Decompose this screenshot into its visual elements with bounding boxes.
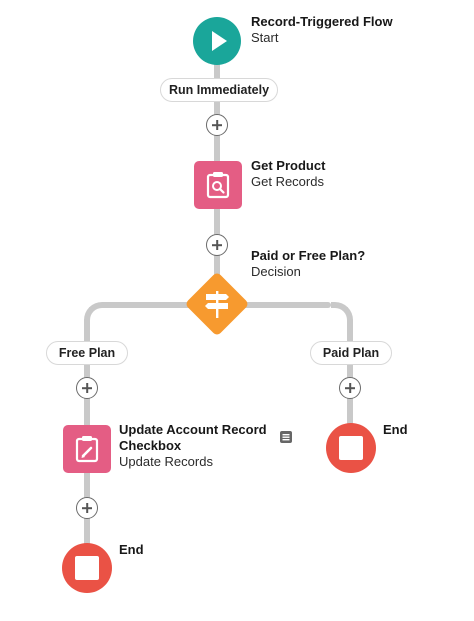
update-account-title-line1: Update Account Record xyxy=(119,422,267,437)
decision-label: Paid or Free Plan? Decision xyxy=(251,248,365,280)
decision-subtitle: Decision xyxy=(251,264,301,279)
end-paid-label: End xyxy=(383,422,408,438)
stop-icon xyxy=(75,556,99,580)
end-node-free[interactable] xyxy=(62,543,112,593)
add-element-button[interactable] xyxy=(206,234,228,256)
connector xyxy=(331,302,353,324)
run-immediately-path-label[interactable]: Run Immediately xyxy=(160,78,278,102)
play-icon xyxy=(212,31,227,51)
get-product-title: Get Product xyxy=(251,158,326,173)
end-free-label: End xyxy=(119,542,144,558)
decision-node[interactable] xyxy=(184,271,250,337)
free-plan-branch-label[interactable]: Free Plan xyxy=(46,341,128,365)
start-node[interactable] xyxy=(193,17,241,65)
update-account-title-line2: Checkbox xyxy=(119,438,182,453)
connector xyxy=(84,302,106,324)
get-product-node[interactable] xyxy=(194,161,242,209)
end-free-title: End xyxy=(119,542,144,557)
get-product-label: Get Product Get Records xyxy=(251,158,325,190)
edit-clipboard-icon xyxy=(75,436,99,463)
start-subtitle: Start xyxy=(251,30,279,45)
add-element-button[interactable] xyxy=(76,377,98,399)
start-title: Record-Triggered Flow xyxy=(251,14,393,29)
connector xyxy=(347,318,353,430)
start-label: Record-Triggered Flow Start xyxy=(251,14,393,46)
update-account-label: Update Account Record Checkbox Update Re… xyxy=(119,422,267,470)
decision-title: Paid or Free Plan? xyxy=(251,248,366,263)
stop-icon xyxy=(339,436,363,460)
add-element-button[interactable] xyxy=(339,377,361,399)
update-account-node[interactable] xyxy=(63,425,111,473)
search-record-icon xyxy=(206,172,230,199)
end-paid-title: End xyxy=(383,422,408,437)
signpost-icon xyxy=(205,291,229,318)
add-element-button[interactable] xyxy=(206,114,228,136)
paid-plan-branch-label[interactable]: Paid Plan xyxy=(310,341,392,365)
update-account-subtitle: Update Records xyxy=(119,454,213,469)
end-node-paid[interactable] xyxy=(326,423,376,473)
get-product-subtitle: Get Records xyxy=(251,174,324,189)
add-element-button[interactable] xyxy=(76,497,98,519)
description-icon[interactable] xyxy=(279,430,293,444)
